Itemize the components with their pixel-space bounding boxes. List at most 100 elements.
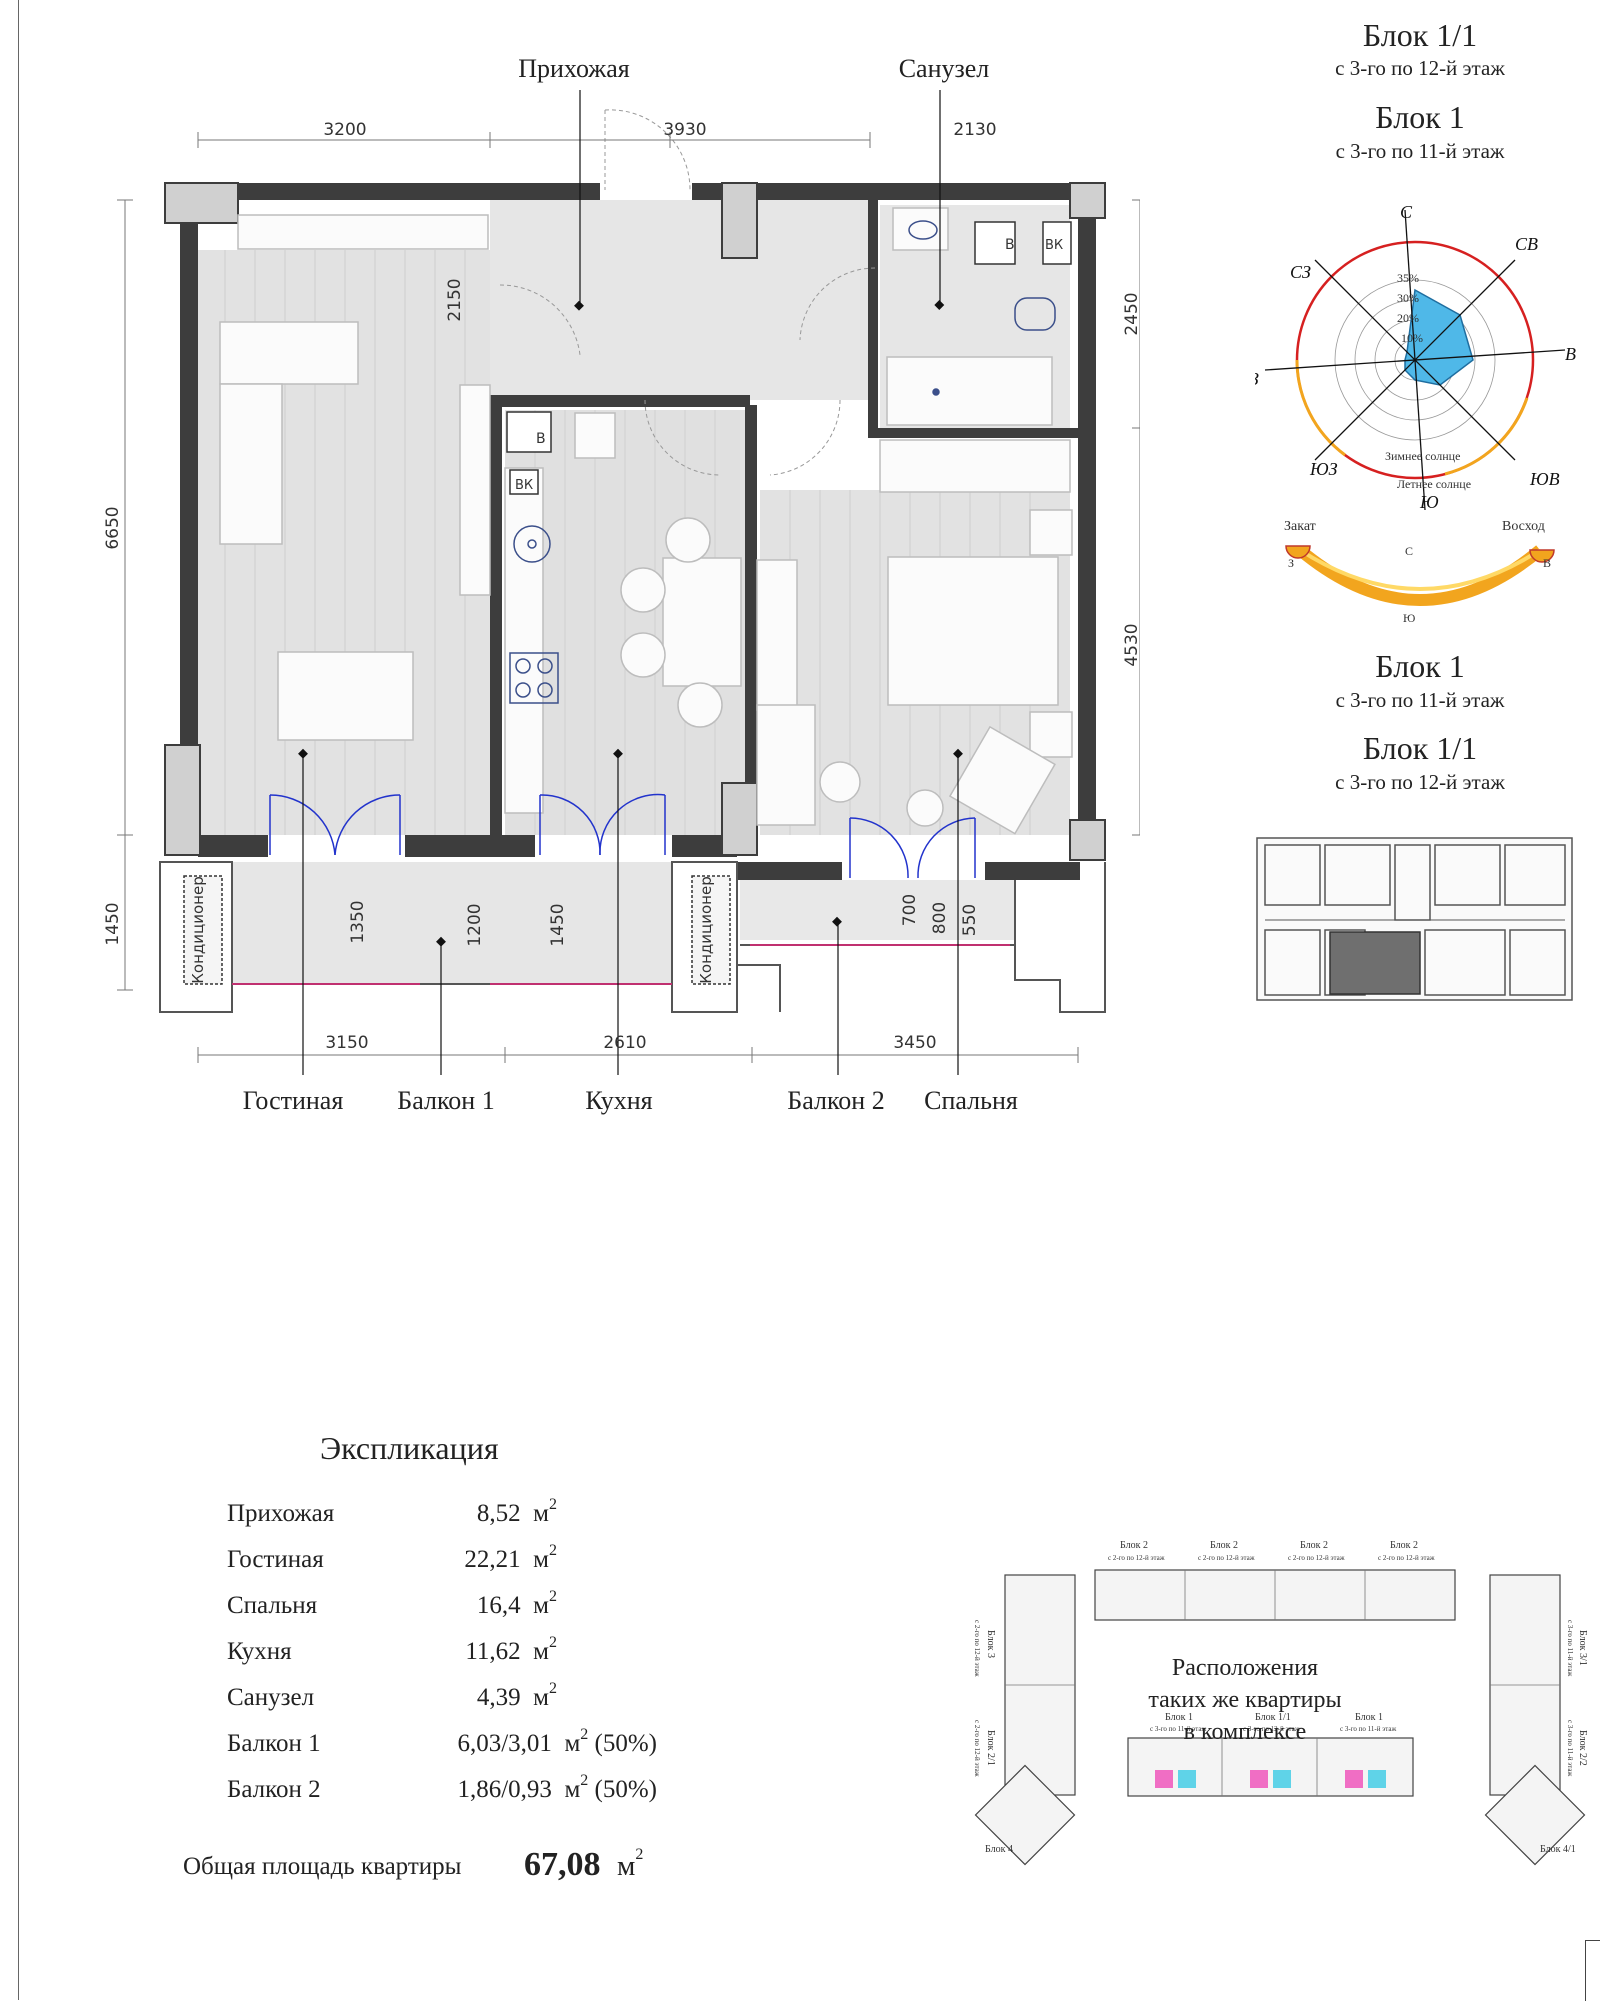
water-meter-label-2: ВК — [1045, 238, 1063, 253]
highlighted-apartment — [1329, 931, 1421, 995]
desk — [756, 704, 816, 826]
left-block-1-floors: с 2-го по 12-й этаж — [973, 1620, 981, 1677]
top-block-1-name: Блок 2 — [1120, 1540, 1148, 1551]
sunset-sun-icon — [1285, 545, 1311, 559]
label-kitchen: Кухня — [585, 1086, 653, 1115]
right-block-1-floors: с 3-го по 11-й этаж — [1566, 1620, 1574, 1676]
left-block-2-name: Блок 2/1 — [985, 1730, 996, 1766]
dim-top-2: 3930 — [663, 120, 706, 140]
label-bedroom: Спальня — [924, 1086, 1018, 1115]
dir-se: ЮВ — [1529, 469, 1560, 489]
sun-path-east: В — [1543, 556, 1551, 570]
total-area-unit-text: м — [617, 1850, 636, 1882]
boiler-label-1: В — [536, 431, 546, 447]
block-title-bottom-2: Блок 1/1 — [1362, 730, 1478, 766]
cooktop — [509, 220, 1056, 704]
complex-caption-line-3: в комплексе — [1183, 1719, 1307, 1745]
explication-row-name: Балкон 2 — [227, 1776, 321, 1803]
block-title-top-1: Блок 1/1 — [1362, 17, 1478, 53]
explication-row-exponent: 2 — [549, 1680, 557, 1697]
sun-path-west: З — [1288, 556, 1294, 570]
wall-bath-bottom — [868, 428, 1078, 438]
left-block-2-floors: с 2-го по 12-й этаж — [973, 1720, 981, 1777]
explication-row: Балкон 2 1,86/0,93 м2 (50%) — [227, 1772, 657, 1810]
explication-row-unit: м — [533, 1546, 549, 1573]
wall-bottom-3 — [672, 835, 737, 857]
armchair — [948, 725, 1056, 835]
explication-row: Балкон 1 6,03/3,01 м2 (50%) — [227, 1726, 657, 1764]
explication-row-area: 16,4 — [476, 1592, 521, 1619]
ring-label-30: 30% — [1397, 291, 1419, 305]
explication-row-value: 6,03/3,01 м2 (50%) — [457, 1726, 657, 1758]
ring-label-20: 20% — [1397, 311, 1419, 325]
explication-row-exponent: 2 — [549, 1496, 557, 1513]
explication-row-unit: м — [564, 1776, 581, 1803]
explication-row: Спальня 16,4 м2 — [227, 1588, 657, 1626]
wall-left — [180, 183, 198, 753]
floor-plan: 3200 3930 2130 3150 2610 3450 6650 1450 … — [103, 90, 1140, 1075]
dir-e: В — [1565, 344, 1576, 364]
top-block-3-floors: с 2-го по 12-й этаж — [1288, 1554, 1345, 1562]
dir-sw: ЮЗ — [1309, 459, 1338, 479]
bottom-block-3-name: Блок 1 — [1355, 1712, 1383, 1723]
explication-row-name: Кухня — [227, 1638, 292, 1665]
nightstand-top — [1029, 509, 1073, 556]
explication-row-unit: м — [533, 1684, 549, 1711]
bedroom-shelf — [879, 439, 1071, 493]
leader-lines — [302, 90, 959, 1075]
wall-kitchen-right — [745, 405, 757, 835]
sun-path-north: С — [1405, 544, 1413, 558]
dim-inner-2: 1350 — [348, 900, 368, 943]
dimension-lines — [117, 132, 1140, 1063]
explication-row-unit: м — [533, 1638, 549, 1665]
explication-row-note: (50%) — [594, 1776, 657, 1803]
block-floors-bottom-1: с 3-го по 11-й этаж — [1335, 688, 1505, 712]
total-area-label: Общая площадь квартиры — [183, 1853, 462, 1880]
wind-rose: 35% 30% 20% 10% С СВ В ЮВ Ю ЮЗ З СЗ Зимн… — [1255, 202, 1576, 512]
sink — [892, 207, 949, 251]
corner-building-right — [1484, 1764, 1586, 1866]
page-corner-mark — [1585, 1940, 1600, 2001]
bottom-block-2-floors: с 3-го по 12-й этаж — [1243, 1725, 1300, 1733]
dining-table — [277, 651, 414, 741]
highlight-units — [1155, 1770, 1386, 1788]
explication-row-value: 22,21 м2 — [464, 1542, 557, 1574]
bottom-block-1-name: Блок 1 — [1165, 1712, 1193, 1723]
corner-right-name: Блок 4/1 — [1540, 1844, 1576, 1855]
explication-row-exponent: 2 — [580, 1772, 589, 1789]
explication-row-name: Спальня — [227, 1592, 318, 1619]
corner-building-left — [974, 1764, 1076, 1866]
walls — [180, 183, 1096, 880]
explication-row-name: Балкон 1 — [227, 1730, 321, 1757]
wardrobe — [756, 559, 798, 711]
explication-row-value: 11,62 м2 — [465, 1634, 557, 1666]
explication-row-exponent: 2 — [580, 1726, 589, 1743]
sun-path-south: Ю — [1403, 611, 1415, 625]
explication-row-area: 1,86/0,93 — [457, 1776, 552, 1803]
wall-top-right — [692, 183, 1070, 200]
dim-left-2: 1450 — [103, 902, 123, 945]
bathtub — [886, 356, 1053, 426]
explication-row-value: 16,4 м2 — [476, 1588, 557, 1620]
explication-row-area: 6,03/3,01 — [457, 1730, 552, 1757]
ring-label-10: 10% — [1401, 331, 1423, 345]
dim-right-2: 4530 — [1122, 623, 1140, 666]
sunrise-label: Восход — [1502, 519, 1545, 534]
bottom-building-row — [1127, 1737, 1414, 1797]
wall-bottom-2 — [405, 835, 535, 857]
dim-top-1: 3200 — [323, 120, 366, 140]
right-block-1-name: Блок 3/1 — [1577, 1630, 1588, 1666]
explication-row-area: 4,39 — [476, 1684, 521, 1711]
label-balcony1: Балкон 1 — [397, 1086, 495, 1115]
complex-caption-line-1: Расположения — [1171, 1655, 1319, 1681]
dir-nw: СЗ — [1290, 262, 1311, 282]
wall-top-left — [198, 183, 600, 200]
complex-site-plan: Блок 2 с 2-го по 12-й этаж Блок 2 с 2-го… — [973, 1540, 1588, 1866]
ring-label-35: 35% — [1397, 271, 1419, 285]
ac-unit-label-1: Кондиционер — [189, 876, 207, 983]
label-bathroom: Санузел — [898, 54, 990, 83]
explication-row-exponent: 2 — [549, 1588, 557, 1605]
complex-caption: Расположения таких же квартиры в комплек… — [1125, 1652, 1365, 1748]
interior-doors — [499, 109, 876, 476]
